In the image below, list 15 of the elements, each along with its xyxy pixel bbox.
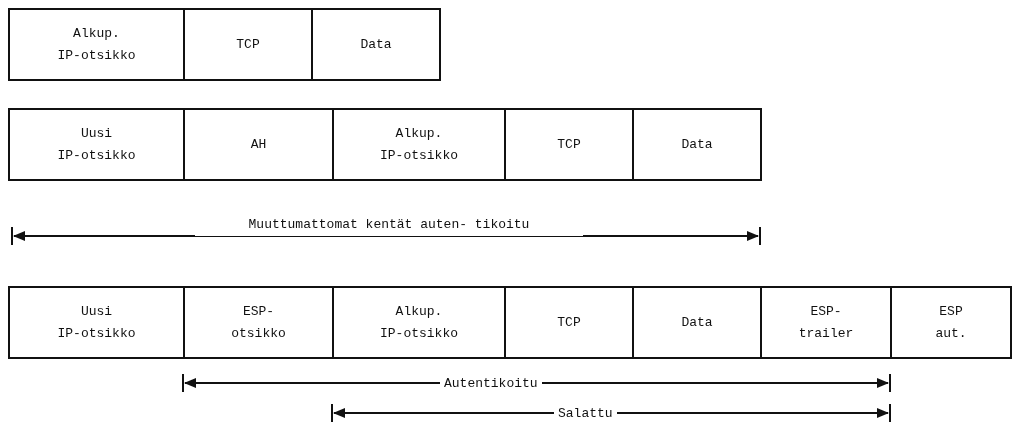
packet-field: Data	[632, 286, 762, 359]
packet-field: Uusi IP-otsikko	[8, 108, 185, 181]
packet-field: ESP- trailer	[760, 286, 892, 359]
packet-field: ESP- otsikko	[183, 286, 334, 359]
packet-field: Data	[632, 108, 762, 181]
packet-field: Alkup. IP-otsikko	[8, 8, 185, 81]
packet-field: Data	[311, 8, 441, 81]
packet-field: TCP	[183, 8, 313, 81]
packet-field: AH	[183, 108, 334, 181]
packet-field: Alkup. IP-otsikko	[332, 286, 506, 359]
packet-field: Alkup. IP-otsikko	[332, 108, 506, 181]
packet-field: TCP	[504, 108, 634, 181]
packet-field: ESP aut.	[890, 286, 1012, 359]
packet-field: Uusi IP-otsikko	[8, 286, 185, 359]
packet-field: TCP	[504, 286, 634, 359]
